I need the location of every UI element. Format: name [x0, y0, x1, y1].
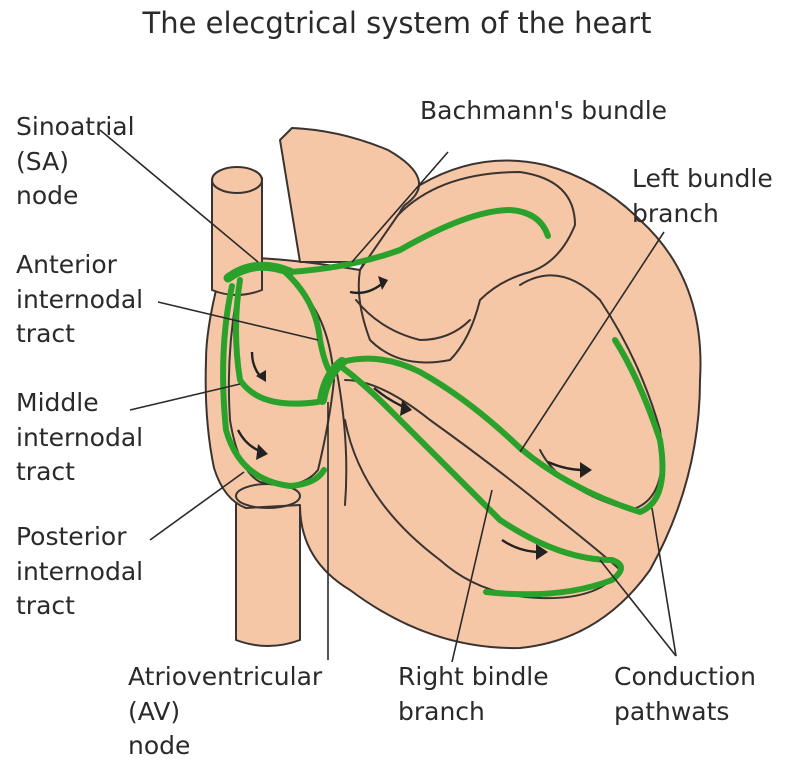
leader-posterior — [150, 472, 244, 540]
label-sa-node: Sinoatrial(SA)node — [16, 110, 135, 214]
vena-cava-opening — [212, 167, 262, 193]
heart-body — [206, 128, 701, 648]
label-av-node: Atrioventricular(AV)node — [128, 660, 322, 764]
label-bachmanns-bundle: Bachmann's bundle — [420, 94, 667, 129]
